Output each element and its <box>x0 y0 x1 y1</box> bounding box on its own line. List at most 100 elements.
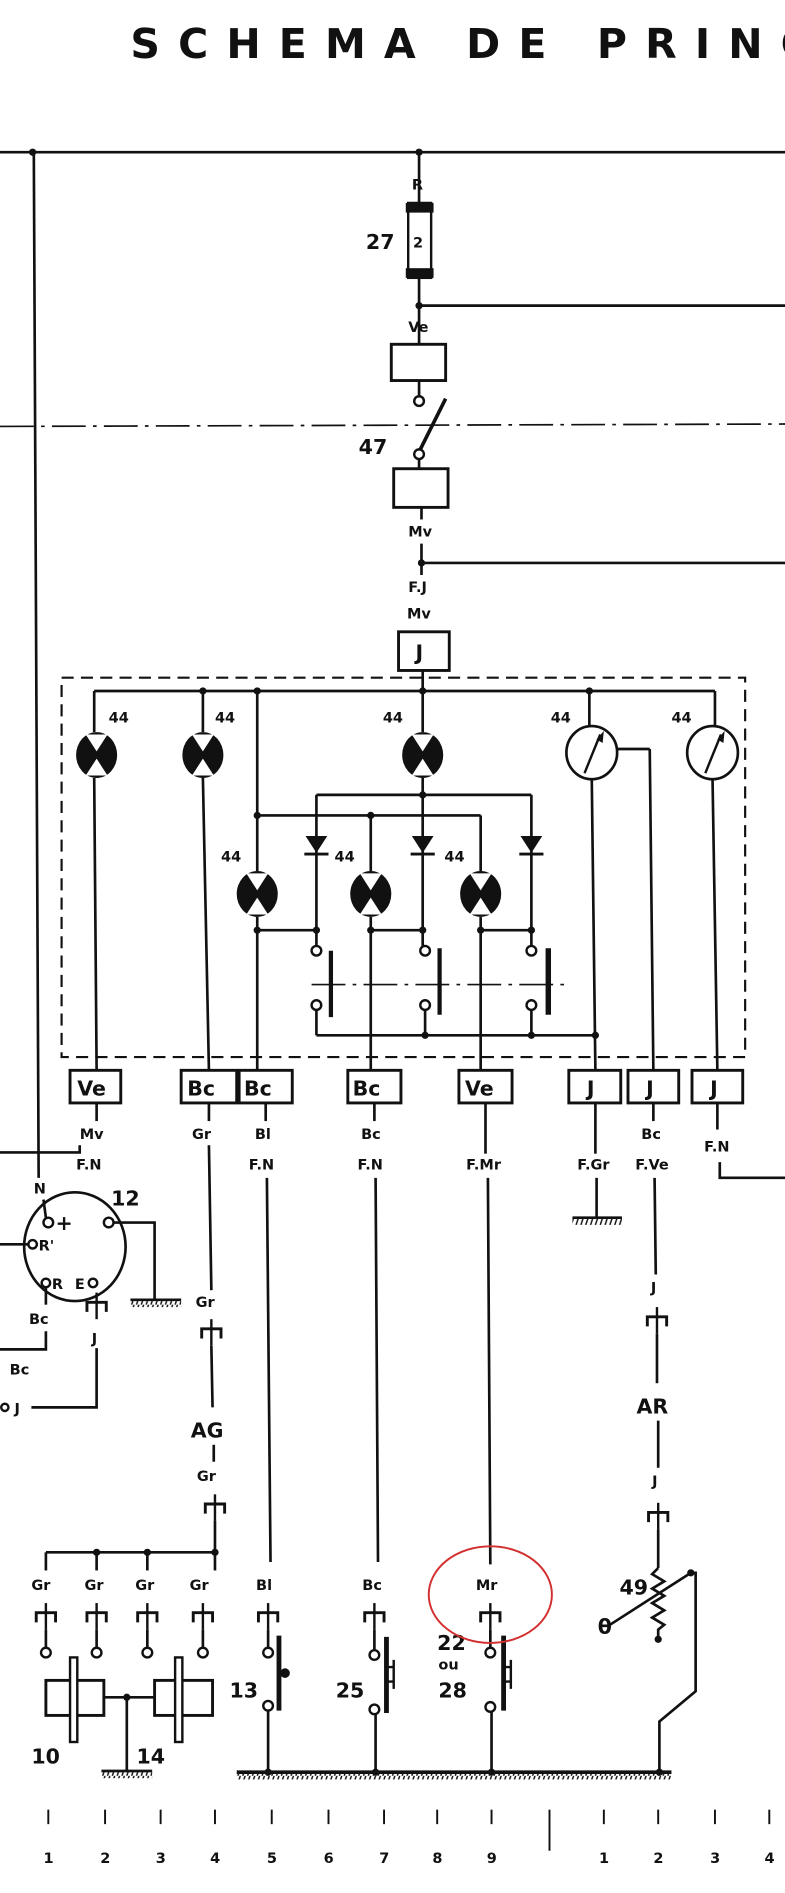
diode-2 <box>409 834 437 856</box>
bottom-wire-7: Mr <box>476 1578 498 1594</box>
wire-runs: Mv F.N Gr Bl F.N Bc F.N F.Mr F.Gr Bc F.V… <box>0 1102 785 1565</box>
switch-13-ref: 13 <box>229 1678 258 1702</box>
ag-top-wire: Gr <box>196 1295 216 1311</box>
wire-c4-b: F.N <box>357 1157 382 1173</box>
scale-2-3: 3 <box>710 1851 720 1867</box>
ground-symbol-10-14 <box>101 1769 153 1779</box>
wire-c7-b: F.Ve <box>635 1157 669 1173</box>
ar-bottom-wire: J <box>651 1474 657 1490</box>
connector-2: Bc <box>187 1077 215 1101</box>
switch-13 <box>262 1635 290 1773</box>
bottom-wire-1: Gr <box>31 1578 51 1594</box>
gauge-ref-2: 44 <box>671 710 691 726</box>
connector-8: J <box>708 1077 718 1101</box>
component-12: N 12 + R' R E Bc Bc J J <box>0 1182 182 1417</box>
wire-c6-a: F.Gr <box>577 1157 610 1173</box>
connector-block-top <box>389 342 448 382</box>
column-scale <box>47 1809 771 1851</box>
scale-9: 9 <box>487 1851 497 1867</box>
plug-b1 <box>34 1601 58 1632</box>
connector-5: Ve <box>465 1077 494 1101</box>
wire-label-mv-2: Mv <box>407 607 431 623</box>
wire-12-j: J <box>91 1331 97 1347</box>
wire-c3-b: F.N <box>249 1157 274 1173</box>
harness-ag: Gr AG Gr <box>44 1295 227 1571</box>
wire-c1-b: F.N <box>76 1157 101 1173</box>
ground-symbol-12 <box>130 1298 182 1308</box>
harness-ar: J AR J <box>636 1281 670 1569</box>
wire-c7-a: Bc <box>641 1127 661 1143</box>
connector-6: J <box>585 1077 595 1101</box>
lamp-ref-4: 44 <box>221 849 241 865</box>
fuse-wire-label: R <box>412 178 423 194</box>
wire-label-ve: Ve <box>408 320 428 336</box>
plug-b3 <box>136 1601 159 1632</box>
lamp-ref-1: 44 <box>109 710 129 726</box>
wire-12-bc-2: Bc <box>10 1363 30 1379</box>
plug-ag-top <box>200 1317 223 1348</box>
ground-symbol <box>572 1216 622 1225</box>
scale-1: 1 <box>43 1851 53 1867</box>
page-title: SCHEMA DE PRINCI <box>130 20 785 68</box>
terminal-r: R <box>52 1277 63 1293</box>
scale-2: 2 <box>100 1851 110 1867</box>
component-12-ref: 12 <box>111 1187 140 1211</box>
column-numbers: 1 2 3 4 5 6 7 8 9 30 0 1 2 3 4 <box>43 1851 774 1867</box>
gauge-1 <box>565 724 619 781</box>
scale-2-2: 2 <box>653 1851 663 1867</box>
connector-4: Bc <box>353 1077 381 1101</box>
wire-c5-a: F.Mr <box>466 1157 502 1173</box>
wire-c3-a: Bl <box>255 1127 271 1143</box>
switch-or-label: ou <box>438 1658 458 1674</box>
wire-c8-a: F.N <box>704 1139 729 1155</box>
warning-lamp-6 <box>460 870 502 917</box>
connector-row: Ve Bc Bc Bc Ve J J J <box>68 1068 745 1105</box>
scale-7: 7 <box>379 1851 389 1867</box>
diode-1 <box>302 834 330 856</box>
component-10-ref: 10 <box>31 1745 60 1769</box>
ganged-switch <box>310 944 568 1018</box>
ag-bottom-wire: Gr <box>197 1469 217 1485</box>
terminal-n: N <box>34 1182 46 1198</box>
component-14 <box>153 1656 215 1744</box>
connector-j-top-label: J <box>413 641 423 665</box>
bottom-wire-4: Gr <box>190 1578 210 1594</box>
plug-b4 <box>191 1601 215 1632</box>
plug-ar-bottom <box>647 1501 670 1531</box>
plug-b7 <box>479 1601 502 1632</box>
plug-b5 <box>256 1601 280 1632</box>
lamp-ref-2: 44 <box>215 710 235 726</box>
wire-label-mv: Mv <box>408 524 432 540</box>
switch-25 <box>368 1636 395 1773</box>
warning-lamp-4 <box>236 870 278 917</box>
warning-lamp-5 <box>350 870 392 917</box>
plug-b2 <box>85 1601 108 1632</box>
terminal-e: E <box>75 1277 85 1293</box>
fuse-27: 2 <box>405 201 434 280</box>
bottom-wire-5: Bl <box>256 1578 272 1594</box>
warning-lamp-1 <box>76 732 118 778</box>
plug-12-j <box>85 1291 108 1321</box>
ground-bus <box>236 1768 672 1780</box>
bottom-wire-6: Bc <box>362 1578 382 1594</box>
wire-c2-a: Gr <box>192 1127 212 1143</box>
switch-28-ref: 28 <box>438 1678 467 1702</box>
wire-c1-a: Mv <box>80 1127 104 1143</box>
switch-22-ref: 22 <box>437 1631 466 1655</box>
wire-12-j-2: J <box>13 1401 19 1417</box>
scale-6: 6 <box>324 1851 334 1867</box>
switch-ref: 47 <box>359 435 388 459</box>
scale-8: 8 <box>432 1851 442 1867</box>
switch-25-ref: 25 <box>336 1678 365 1702</box>
plug-b6 <box>363 1601 386 1632</box>
ar-top-wire: J <box>650 1281 656 1297</box>
component-14-ref: 14 <box>136 1745 165 1769</box>
bottom-wire-2: Gr <box>85 1578 105 1594</box>
sender-49 <box>609 1567 697 1773</box>
theta-symbol: θ <box>598 1614 612 1638</box>
terminal-r-prime: R' <box>39 1238 55 1254</box>
warning-lamp-2 <box>182 732 224 778</box>
plug-ar-top <box>645 1305 669 1336</box>
plug-ag-bottom <box>203 1492 227 1523</box>
component-10 <box>44 1656 106 1744</box>
